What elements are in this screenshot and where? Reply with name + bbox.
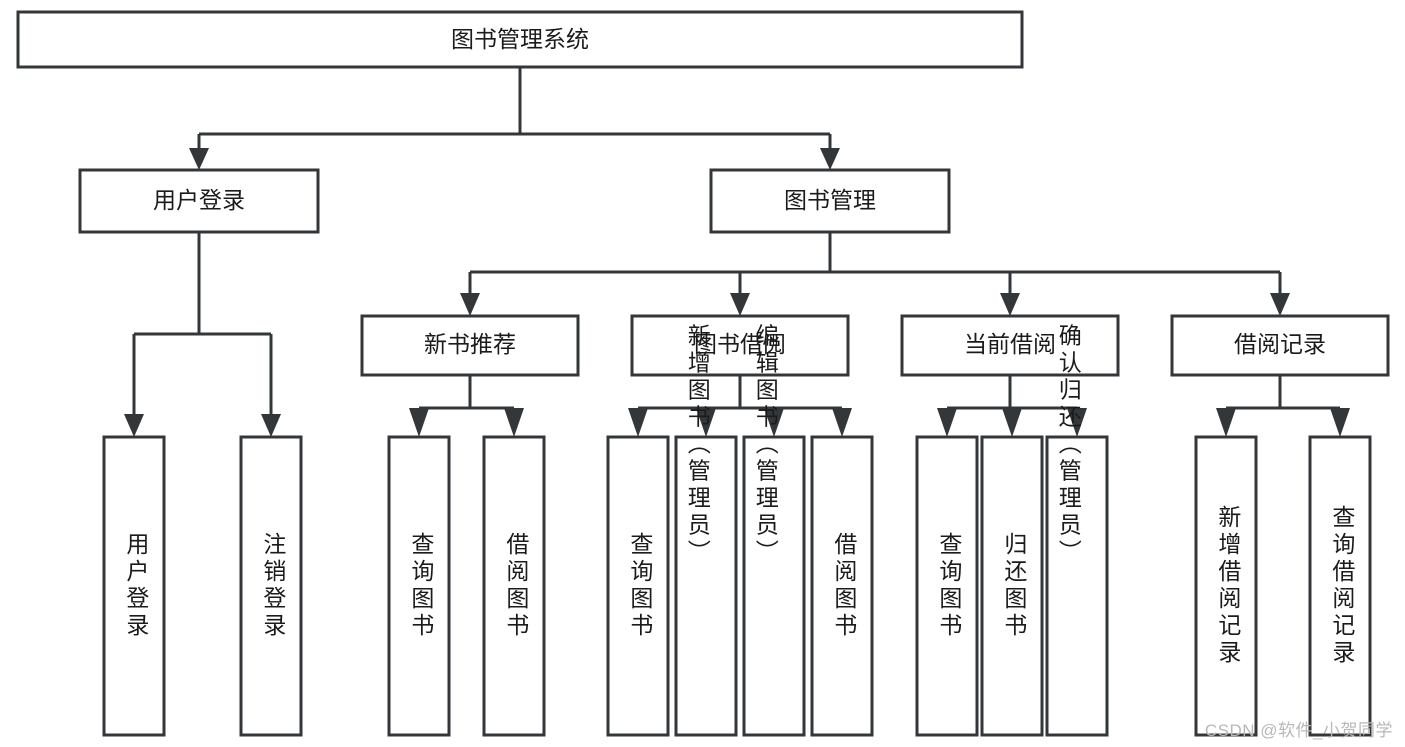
leaf-add-book-label: 新增图书（管理员） (684, 324, 711, 567)
node-current-borrow[interactable]: 当前借阅 (900, 314, 1120, 377)
arrow-head-icon (1002, 408, 1022, 437)
leaf-query-book-3-label: 查询图书 (936, 532, 963, 640)
node-user-login-box[interactable] (78, 168, 320, 234)
leaf-query-book-1-label: 查询图书 (408, 532, 435, 640)
leaf-query-book-2-label: 查询图书 (627, 532, 654, 640)
arrow-head-icon (409, 408, 429, 437)
leaf-add-record-box[interactable] (1194, 435, 1258, 737)
node-borrow-record-box[interactable] (1170, 314, 1390, 377)
leaf-borrow-book-1[interactable]: 借阅图书 (482, 435, 546, 737)
node-root[interactable]: 图书管理系统 (16, 10, 1024, 69)
arrow-head-icon (1216, 408, 1236, 437)
arrow-head-icon (730, 293, 750, 316)
node-book-management-box[interactable] (709, 168, 951, 234)
leaf-query-book-3-box[interactable] (915, 435, 979, 737)
arrow-head-icon (628, 408, 648, 437)
leaf-query-book-1[interactable]: 查询图书 (387, 435, 451, 737)
leaf-query-record[interactable]: 查询借阅记录 (1308, 435, 1372, 737)
node-book-management-label: 图书管理 (784, 187, 876, 213)
arrow-head-icon (696, 408, 716, 437)
node-user-login[interactable]: 用户登录 (78, 168, 320, 234)
leaf-borrow-book-2-label: 借阅图书 (831, 532, 858, 640)
arrow-head-icon (261, 414, 281, 437)
leaf-add-book-box[interactable] (674, 435, 738, 737)
leaf-confirm-return[interactable]: 确认归还（管理员） (1045, 324, 1109, 737)
node-new-book-recommend-label: 新书推荐 (424, 331, 516, 357)
arrow-head-icon (1067, 408, 1087, 437)
leaf-query-record-box[interactable] (1308, 435, 1372, 737)
arrow-head-icon (460, 293, 480, 316)
leaf-borrow-book-2[interactable]: 借阅图书 (810, 435, 874, 737)
leaf-add-book[interactable]: 新增图书（管理员） (674, 324, 738, 737)
node-root-box[interactable] (16, 10, 1024, 69)
leaf-confirm-return-label: 确认归还（管理员） (1055, 324, 1082, 567)
leaf-return-book[interactable]: 归还图书 (980, 435, 1044, 737)
leaf-logout-login-label: 注销登录 (260, 532, 287, 640)
node-borrow-record-label: 借阅记录 (1234, 331, 1326, 357)
node-book-borrow-label: 图书借阅 (694, 331, 786, 357)
leaf-return-book-label: 归还图书 (1001, 532, 1028, 640)
leaf-borrow-book-1-box[interactable] (482, 435, 546, 737)
leaf-return-book-box[interactable] (980, 435, 1044, 737)
arrow-head-icon (832, 408, 852, 437)
node-current-borrow-label: 当前借阅 (964, 331, 1056, 357)
node-book-borrow[interactable]: 图书借阅 (630, 314, 850, 377)
leaf-borrow-book-2-box[interactable] (810, 435, 874, 737)
node-borrow-record[interactable]: 借阅记录 (1170, 314, 1390, 377)
arrow-head-icon (1270, 293, 1290, 316)
connector-layer (124, 67, 1350, 437)
leaf-edit-book[interactable]: 编辑图书（管理员） (742, 324, 806, 737)
arrow-head-icon (764, 408, 784, 437)
leaf-query-book-2[interactable]: 查询图书 (606, 435, 670, 737)
node-user-login-label: 用户登录 (153, 187, 245, 213)
leaf-borrow-book-1-label: 借阅图书 (503, 532, 530, 640)
leaf-logout-login-box[interactable] (239, 435, 303, 737)
leaf-edit-book-label: 编辑图书（管理员） (752, 324, 779, 567)
node-new-book-recommend-box[interactable] (360, 314, 580, 377)
arrow-head-icon (504, 408, 524, 437)
node-book-borrow-box[interactable] (630, 314, 850, 377)
node-current-borrow-box[interactable] (900, 314, 1120, 377)
leaf-logout-login[interactable]: 注销登录 (239, 435, 303, 737)
node-new-book-recommend[interactable]: 新书推荐 (360, 314, 580, 377)
watermark-text: CSDN @软件_小贺同学 (1204, 721, 1393, 740)
leaf-user-login-box[interactable] (102, 435, 166, 737)
node-book-management[interactable]: 图书管理 (709, 168, 951, 234)
arrow-head-icon (937, 408, 957, 437)
leaf-user-login-label: 用户登录 (123, 532, 150, 640)
leaf-query-book-1-box[interactable] (387, 435, 451, 737)
leaf-edit-book-box[interactable] (742, 435, 806, 737)
leaf-confirm-return-box[interactable] (1045, 435, 1109, 737)
node-root-label: 图书管理系统 (451, 26, 589, 52)
arrow-head-icon (189, 148, 209, 170)
arrow-head-icon (1330, 408, 1350, 437)
arrow-head-icon (124, 414, 144, 437)
leaf-add-record[interactable]: 新增借阅记录 (1194, 435, 1258, 737)
arrow-head-icon (820, 148, 840, 170)
leaf-user-login[interactable]: 用户登录 (102, 435, 166, 737)
leaf-query-book-2-box[interactable] (606, 435, 670, 737)
arrow-head-icon (1000, 293, 1020, 316)
leaf-add-record-label: 新增借阅记录 (1215, 505, 1242, 667)
leaf-query-record-label: 查询借阅记录 (1329, 505, 1356, 667)
leaf-query-book-3[interactable]: 查询图书 (915, 435, 979, 737)
